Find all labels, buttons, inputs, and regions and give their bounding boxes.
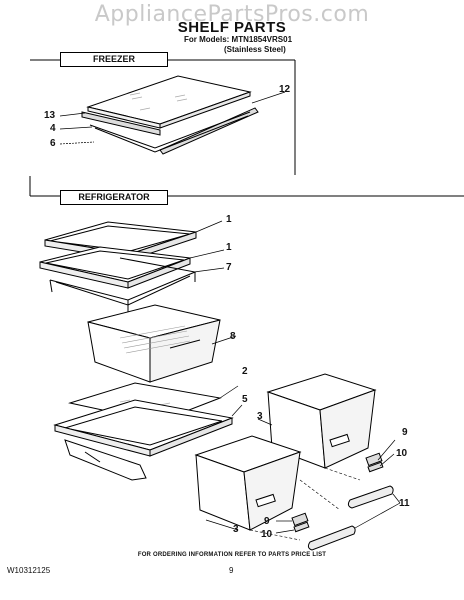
callout-8: 8 [230, 331, 236, 342]
refrigerator-section-label: REFRIGERATOR [60, 190, 168, 205]
callout-9-left: 9 [264, 516, 270, 527]
leader-4 [59, 126, 93, 130]
freezer-section-label: FREEZER [60, 52, 168, 67]
leader-3a [257, 418, 273, 426]
model-line: For Models: MTN1854VRS01 [184, 35, 293, 44]
leader-6 [59, 141, 95, 145]
watermark: AppliancePartsPros.com [94, 2, 370, 27]
leader-11b [354, 502, 401, 529]
callout-9-right: 9 [402, 427, 408, 438]
callout-3-right-bin: 3 [257, 411, 263, 422]
page-number: 9 [229, 566, 234, 575]
leader-8 [211, 335, 237, 345]
leader-2 [219, 385, 239, 399]
leader-10b [275, 529, 295, 534]
callout-13: 13 [44, 110, 56, 121]
leader-5 [231, 404, 243, 417]
leader-7 [193, 267, 225, 273]
callout-4: 4 [50, 123, 56, 134]
drawer-slide-parts [291, 452, 384, 533]
leader-1b [189, 249, 225, 259]
leader-11a [392, 493, 401, 504]
fridge-shelf-lower [39, 246, 191, 289]
crisper-cover-frame-5 [53, 399, 234, 481]
callout-10-right: 10 [396, 448, 408, 459]
callout-1-upper: 1 [226, 214, 232, 225]
page-title: SHELF PARTS [177, 19, 287, 36]
leader-9a [377, 439, 396, 461]
leader-10a [379, 453, 395, 467]
crisper-drawer-8 [87, 304, 221, 383]
leader-12 [251, 91, 286, 104]
callout-7: 7 [226, 262, 232, 273]
ordering-note: FOR ORDERING INFORMATION REFER TO PARTS … [137, 552, 327, 558]
finish-line: (Stainless Steel) [224, 45, 286, 54]
crisper-bin-left [194, 435, 302, 531]
document-number: W10312125 [7, 566, 51, 575]
callout-5: 5 [242, 394, 248, 405]
callout-2: 2 [242, 366, 248, 377]
shelf-frame-7 [49, 257, 197, 312]
leader-13 [59, 112, 86, 117]
leader-3b [205, 519, 239, 531]
callout-1-lower: 1 [226, 242, 232, 253]
callout-10-left: 10 [261, 529, 273, 540]
rail-11 [307, 485, 394, 551]
leader-1a [195, 220, 223, 233]
freezer-shelf [81, 75, 259, 155]
callout-3-left-bin: 3 [233, 524, 239, 535]
callout-11: 11 [399, 498, 410, 509]
callout-6: 6 [50, 138, 56, 149]
callout-12: 12 [279, 84, 291, 95]
